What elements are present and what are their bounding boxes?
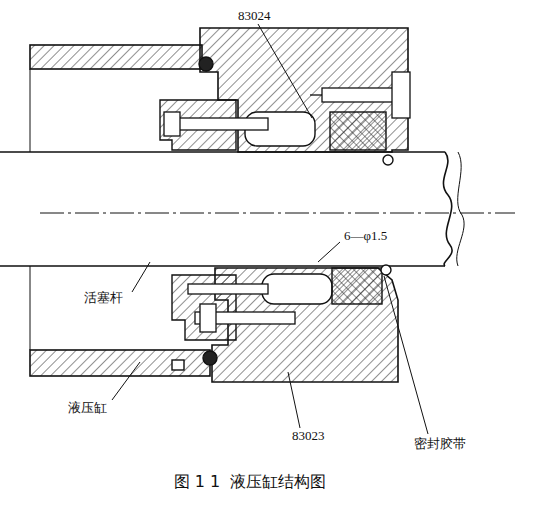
leader-line — [112, 362, 140, 400]
part-number: 83023 — [290, 428, 327, 444]
screw — [322, 88, 394, 102]
o-ring — [381, 265, 391, 275]
piston-rod — [0, 152, 445, 266]
oil-groove — [262, 274, 332, 304]
figure-caption: 图 1 1 液压缸结构图 — [174, 472, 327, 491]
packing-seal — [332, 268, 382, 304]
screw — [164, 72, 410, 332]
leader-line — [112, 24, 428, 434]
cylinder-barrel — [30, 45, 210, 376]
part-name: 密封胶带 — [412, 436, 468, 452]
screw — [164, 112, 180, 136]
leader-line — [318, 242, 340, 262]
piston-rod — [443, 152, 452, 266]
cylinder-barrel — [30, 350, 210, 376]
o-ring — [199, 57, 213, 71]
leader-line — [288, 372, 300, 428]
piston-rod — [457, 152, 464, 266]
part-name: 活塞杆 — [82, 290, 125, 306]
gland — [160, 100, 236, 340]
o-ring — [203, 351, 217, 365]
leader-line — [132, 262, 150, 292]
oil-groove — [245, 112, 332, 304]
o-ring — [172, 360, 184, 370]
cylinder-barrel — [30, 45, 202, 69]
screw — [392, 72, 410, 118]
leader-line — [258, 24, 312, 118]
cylinder-barrel — [30, 266, 31, 350]
packing-seal — [330, 112, 386, 304]
center-line — [40, 213, 515, 214]
part-name: 液压缸 — [66, 400, 109, 416]
screw — [200, 304, 216, 332]
leader-line — [384, 276, 428, 434]
part-number: 83024 — [236, 8, 273, 24]
hole-callout: 6—φ1.5 — [342, 228, 389, 244]
packing-seal — [330, 112, 386, 150]
screw — [310, 94, 322, 95]
screw — [178, 118, 268, 130]
piston-rod — [0, 152, 464, 266]
o-ring — [383, 155, 393, 165]
screw — [188, 284, 268, 294]
cylinder-barrel — [30, 69, 31, 152]
